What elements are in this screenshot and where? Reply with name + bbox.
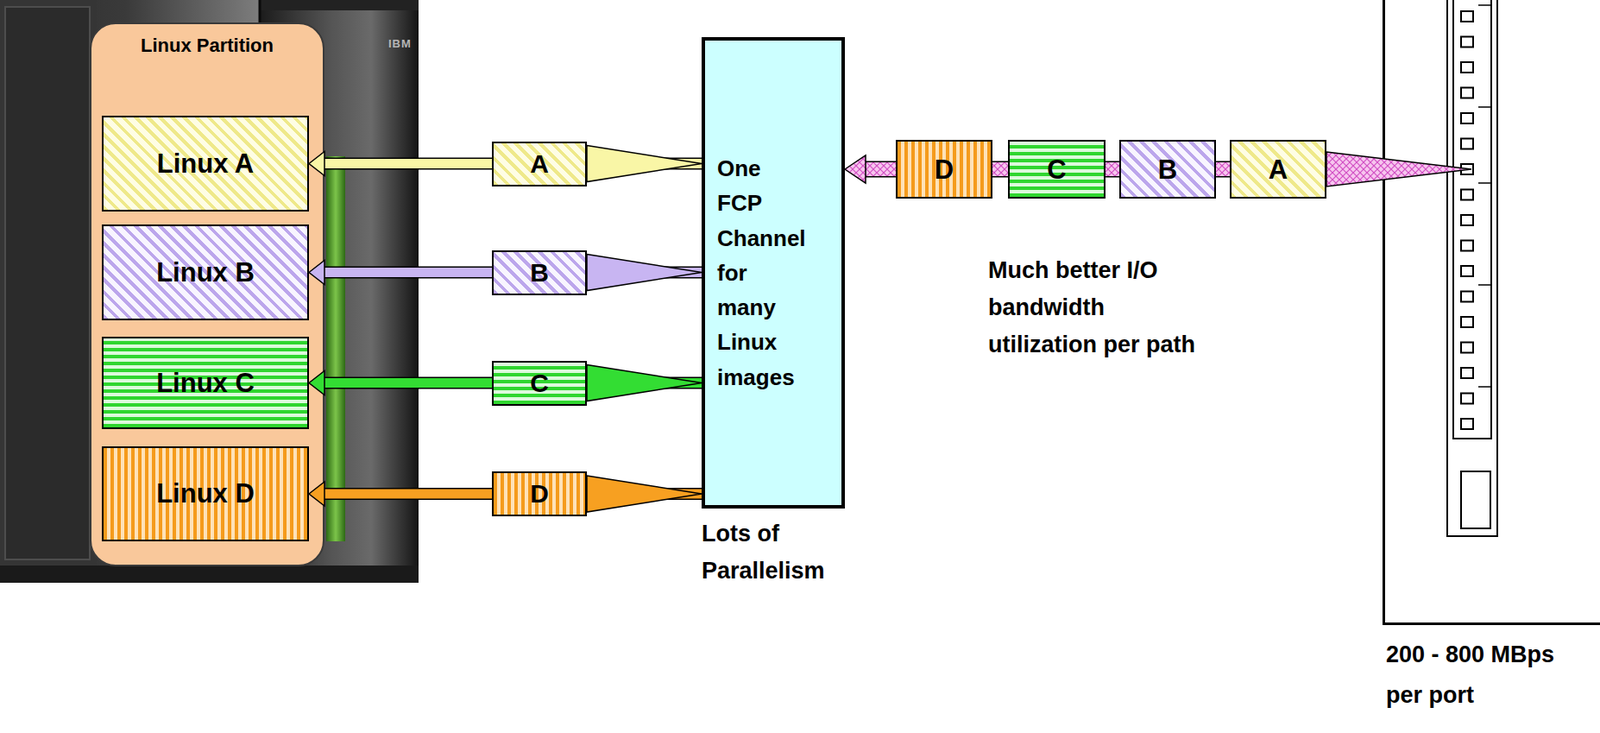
port-squares	[1461, 11, 1474, 429]
flow-tag: D	[934, 156, 954, 183]
flow-tag: C	[491, 360, 587, 406]
storage-drawer	[1461, 471, 1491, 529]
flow-tag: C	[1046, 156, 1066, 183]
note-text-holder: Lots of Parallelism	[701, 515, 853, 590]
arrow-tail	[586, 475, 702, 512]
flow-tag-letter: A	[529, 151, 549, 177]
note-text-holder: Much better I/O bandwidth utilization pe…	[988, 251, 1204, 365]
storage-illustration	[1447, 0, 1498, 536]
storage-column	[1447, 0, 1498, 536]
flow-tag-holder: A	[1229, 139, 1327, 199]
linux-image-name: Linux D	[156, 477, 255, 510]
mainframe-side-panel	[0, 0, 97, 583]
note-text: Much better I/O bandwidth utilization pe…	[988, 251, 1204, 365]
flow-tag: B	[491, 250, 587, 296]
port-speed-text: 200 - 800 MBps per port	[1385, 634, 1572, 717]
storage-unit: 200 - 800 MBps per port	[1382, 0, 1600, 625]
port-column	[1453, 0, 1492, 439]
mainframe-illustration	[0, 0, 419, 583]
arrow-tail	[586, 254, 702, 291]
partition-title: Linux Partition	[140, 34, 274, 57]
arrow-tail	[586, 145, 702, 183]
caption-holder: 200 - 800 MBps per port	[1385, 634, 1572, 717]
linux-image-box: Linux A	[101, 115, 309, 212]
mainframe-body	[0, 0, 419, 583]
brand-logo: IBM	[388, 37, 427, 51]
mainframe-door-cap	[260, 0, 419, 11]
linux-image-name: Linux B	[156, 256, 255, 289]
data-flow-arrow	[844, 151, 1472, 187]
flow-tag-holder: C	[1007, 139, 1106, 199]
fcp-channel-box: One FCP Channel for many Linux images	[701, 37, 845, 509]
flow-tag: A	[491, 141, 587, 187]
partition-box: Linux PartitionLinux A Linux B Linux C Linu…	[89, 22, 325, 567]
flow-tag-letter: D	[529, 480, 549, 507]
flow-tag: D	[491, 471, 587, 517]
flow-tag-letter: C	[529, 370, 549, 397]
arrow-head	[844, 155, 866, 183]
flow-tag: B	[1158, 156, 1178, 183]
port-separators	[1478, 5, 1492, 387]
arrow-tail	[1326, 151, 1472, 187]
linux-image-name: Linux C	[156, 366, 255, 399]
linux-image-name: Linux A	[157, 147, 255, 180]
brand-logo-holder: IBM	[388, 37, 427, 51]
mainframe-side-frame	[5, 6, 90, 560]
linux-image-box: Linux D	[101, 446, 309, 542]
arrow-tail	[586, 365, 702, 402]
note-text: Lots of Parallelism	[701, 515, 853, 590]
mainframe-base	[0, 565, 419, 583]
flow-tag: A	[1268, 156, 1288, 183]
flow-tag-letter: B	[529, 259, 549, 286]
mainframe-status-bar	[326, 156, 346, 542]
linux-image-box: Linux C	[101, 336, 309, 429]
linux-image-box: Linux B	[101, 224, 309, 321]
channel-text: One FCP Channel for many Linux images	[717, 151, 807, 395]
flow-tag-holder: D	[895, 139, 993, 199]
flow-tag-holder: B	[1119, 139, 1216, 199]
